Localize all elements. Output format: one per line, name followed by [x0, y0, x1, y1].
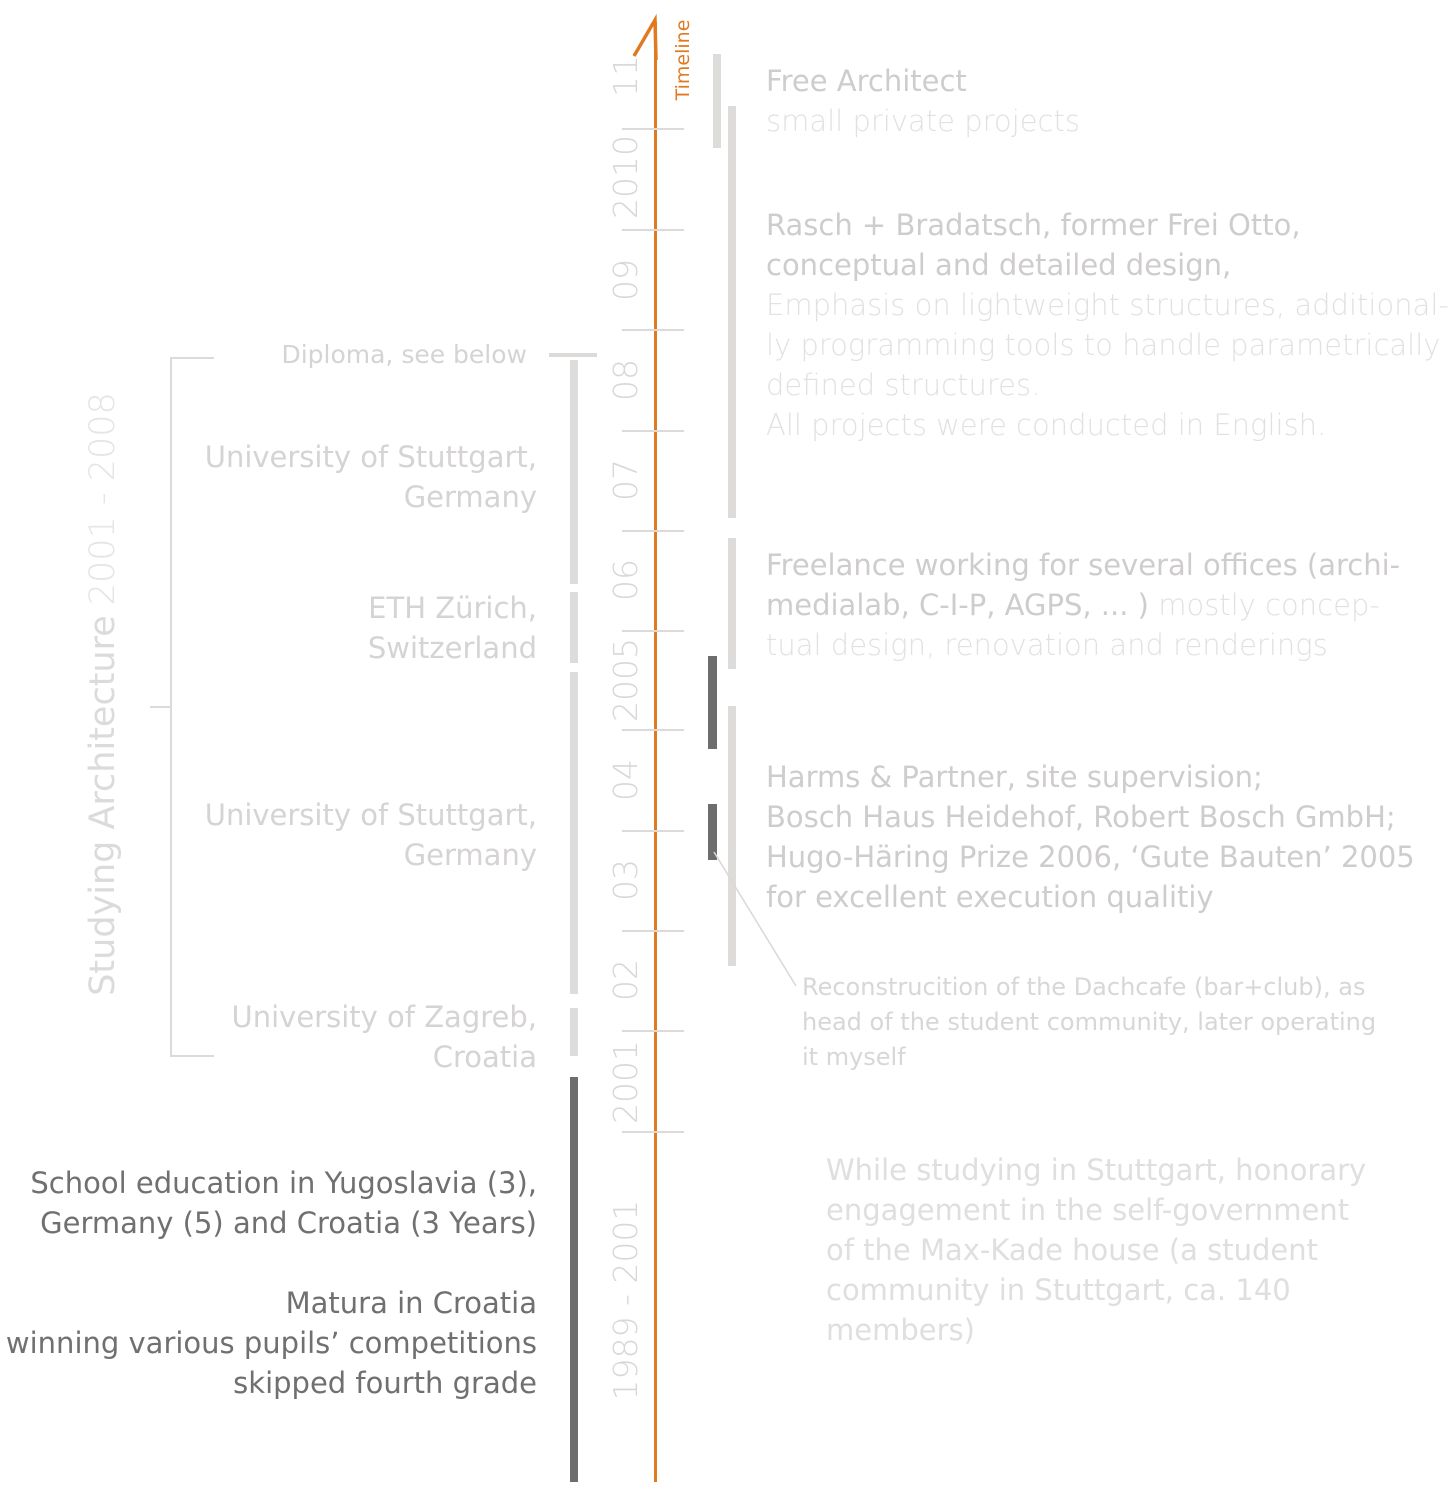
bar-dachcafe	[708, 804, 717, 860]
dachcafe-line2: head of the student community, later ope…	[802, 1008, 1377, 1036]
harms-line3: Hugo-Häring Prize 2006, ‘Gute Bauten’ 20…	[766, 840, 1415, 874]
diploma-marker	[549, 353, 597, 357]
bar-rasch	[728, 106, 736, 518]
year-tick	[622, 128, 684, 130]
year-tick	[622, 1030, 684, 1032]
freelance-line2a: medialab, C-I-P, AGPS, ... )	[766, 588, 1149, 622]
timeline-title: Timeline	[672, 19, 694, 101]
year-tick	[622, 530, 684, 532]
matura-block: Matura in Croatia winning various pupils…	[6, 1283, 537, 1403]
span-bracket-bottom	[170, 1055, 214, 1057]
timeline-arrow-icon	[632, 14, 658, 60]
bar-stuttgart-2	[570, 672, 578, 994]
free-architect-desc: small private projects	[766, 104, 1080, 138]
year-tick	[622, 630, 684, 632]
zagreb-line1: University of Zagreb,	[231, 1000, 537, 1034]
honorary-line2: engagement in the self-government	[826, 1193, 1350, 1227]
bar-free-architect	[713, 54, 721, 148]
span-bracket-mid	[150, 706, 170, 708]
matura-line2: winning various pupils’ competitions	[5, 1326, 537, 1360]
school-line2: Germany (5) and Croatia (3 Years)	[40, 1206, 537, 1240]
honorary-line3: of the Max-Kade house (a student	[826, 1233, 1318, 1267]
honorary-line4: community in Stuttgart, ca. 140	[826, 1273, 1291, 1307]
rasch-line4: ly programming tools to handle parametri…	[766, 328, 1441, 362]
year-label: 2010	[606, 135, 645, 219]
span-bracket-vertical	[170, 357, 172, 1057]
span-range: 2001 - 2008	[83, 392, 123, 606]
stuttgart-1-line1: University of Stuttgart,	[204, 440, 537, 474]
year-tick	[622, 930, 684, 932]
dachcafe-line1: Reconstrucition of the Dachcafe (bar+clu…	[802, 973, 1366, 1001]
school-line1: School education in Yugoslavia (3),	[30, 1166, 537, 1200]
bar-school	[570, 1077, 578, 1482]
rasch-line5: defined structures.	[766, 368, 1041, 402]
stuttgart-2-block: University of Stuttgart, Germany	[205, 795, 537, 875]
span-bracket-top	[170, 357, 214, 359]
school-block: School education in Yugoslavia (3), Germ…	[30, 1163, 537, 1243]
zagreb-block: University of Zagreb, Croatia	[232, 997, 537, 1077]
dachcafe-note: Reconstrucition of the Dachcafe (bar+clu…	[802, 970, 1376, 1075]
year-tick	[622, 830, 684, 832]
zagreb-line2: Croatia	[432, 1040, 537, 1074]
eth-block: ETH Zürich, Switzerland	[368, 588, 537, 668]
diploma-label: Diploma, see below	[281, 340, 527, 369]
harms-line4: for excellent execution qualitiy	[766, 880, 1214, 914]
timeline-axis	[654, 22, 657, 1482]
year-tick	[622, 329, 684, 331]
eth-line1: ETH Zürich,	[368, 591, 537, 625]
freelance-line3: tual design, renovation and renderings	[766, 628, 1328, 662]
freelance-line1: Freelance working for several offices (a…	[766, 548, 1401, 582]
studying-architecture-label: Studying Architecture 2001 - 2008	[83, 392, 123, 996]
dachcafe-leader-line	[713, 851, 797, 987]
stuttgart-1-block: University of Stuttgart, Germany	[205, 437, 537, 517]
bar-gap-2005	[708, 656, 717, 749]
dachcafe-line3: it myself	[802, 1043, 906, 1071]
stuttgart-1-line2: Germany	[403, 480, 537, 514]
bar-harms	[728, 706, 736, 966]
freelance-block: Freelance working for several offices (a…	[766, 545, 1400, 665]
rasch-line3: Emphasis on lightweight structures, addi…	[766, 288, 1449, 322]
year-label: 1989 - 2001	[606, 1199, 645, 1401]
rasch-line2: conceptual and detailed design,	[766, 248, 1232, 282]
harms-line1: Harms & Partner, site supervision;	[766, 760, 1263, 794]
bar-stuttgart-1	[570, 360, 578, 584]
honorary-block: While studying in Stuttgart, honorary en…	[826, 1150, 1366, 1350]
year-tick	[622, 229, 684, 231]
rasch-line6: All projects were conducted in English.	[766, 408, 1327, 442]
bar-freelance	[728, 538, 736, 669]
honorary-line5: members)	[826, 1313, 975, 1347]
freelance-line2b: mostly concep-	[1148, 588, 1380, 622]
year-tick	[622, 430, 684, 432]
honorary-line1: While studying in Stuttgart, honorary	[826, 1153, 1367, 1187]
span-title: Studying Architecture	[83, 615, 123, 996]
year-tick	[622, 1131, 684, 1133]
eth-line2: Switzerland	[367, 631, 537, 665]
harms-block: Harms & Partner, site supervision; Bosch…	[766, 757, 1415, 917]
rasch-block: Rasch + Bradatsch, former Frei Otto, con…	[766, 205, 1449, 445]
rasch-line1: Rasch + Bradatsch, former Frei Otto,	[766, 208, 1301, 242]
stuttgart-2-line2: Germany	[403, 838, 537, 872]
year-label: 2001	[606, 1040, 645, 1124]
year-tick	[622, 729, 684, 731]
stuttgart-2-line1: University of Stuttgart,	[204, 798, 537, 832]
matura-line1: Matura in Croatia	[285, 1286, 537, 1320]
matura-line3: skipped fourth grade	[233, 1366, 537, 1400]
free-architect-block: Free Architect small private projects	[766, 61, 1080, 141]
free-architect-title: Free Architect	[766, 64, 967, 98]
bar-eth	[570, 592, 578, 663]
bar-zagreb	[570, 1008, 578, 1056]
harms-line2: Bosch Haus Heidehof, Robert Bosch GmbH;	[766, 800, 1396, 834]
